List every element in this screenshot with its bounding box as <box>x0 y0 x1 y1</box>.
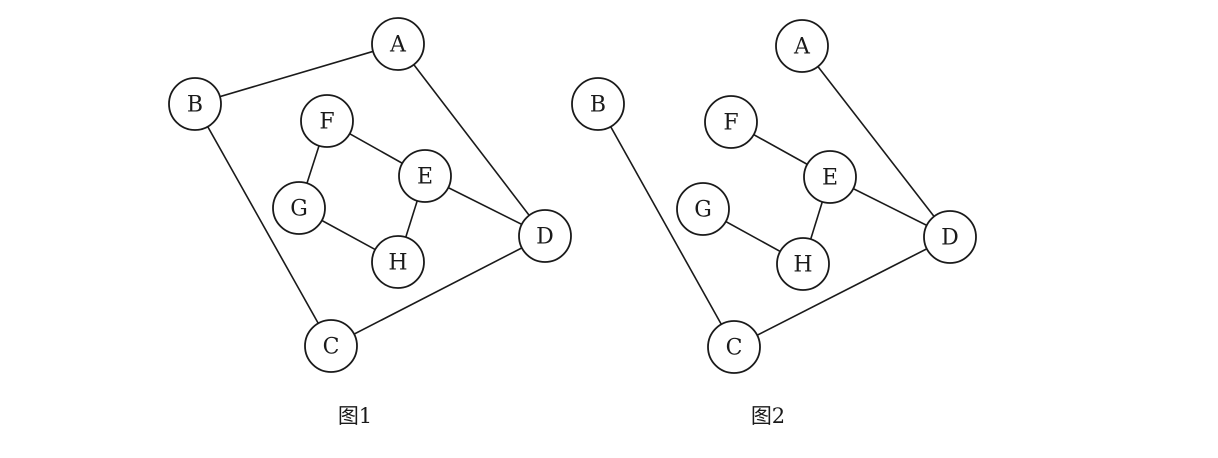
node-circle <box>371 17 425 71</box>
figure-caption-2: 图2 <box>750 404 786 428</box>
node-g: G <box>272 181 326 235</box>
node-circle <box>371 235 425 289</box>
node-label: D <box>941 226 959 251</box>
node-circle <box>300 94 354 148</box>
node-h: H <box>371 235 425 289</box>
node-d: D <box>923 210 977 264</box>
node-b: B <box>168 77 222 131</box>
edge-b-c <box>597 103 735 348</box>
node-label: D <box>536 225 554 250</box>
node-label: G <box>694 198 712 223</box>
node-label: H <box>793 253 812 278</box>
node-h: H <box>776 237 830 291</box>
node-circle <box>304 319 358 373</box>
graph-figure-2: A B C D E F G H <box>571 19 977 374</box>
graph-figure-1: A B C D E F G H <box>168 17 572 373</box>
edge-c-d <box>330 235 546 347</box>
node-c: C <box>304 319 358 373</box>
edge-c-d <box>733 236 951 348</box>
node-label: F <box>723 111 738 136</box>
node-label: G <box>290 197 308 222</box>
node-label: A <box>389 33 407 58</box>
node-label: B <box>590 93 606 118</box>
node-label: C <box>323 335 340 360</box>
node-circle <box>676 182 730 236</box>
node-circle <box>707 320 761 374</box>
node-f: F <box>300 94 354 148</box>
node-circle <box>518 209 572 263</box>
node-circle <box>398 149 452 203</box>
node-circle <box>923 210 977 264</box>
node-circle <box>704 95 758 149</box>
node-circle <box>272 181 326 235</box>
node-circle <box>803 150 857 204</box>
node-a: A <box>775 19 829 73</box>
edge-b-c <box>194 103 332 347</box>
node-a: A <box>371 17 425 71</box>
node-label: H <box>388 251 407 276</box>
edge-a-b <box>194 43 399 105</box>
figure-caption-1: 图1 <box>337 404 373 428</box>
node-label: B <box>187 93 203 118</box>
node-label: A <box>793 35 811 60</box>
node-f: F <box>704 95 758 149</box>
node-circle <box>775 19 829 73</box>
node-c: C <box>707 320 761 374</box>
node-g: G <box>676 182 730 236</box>
node-e: E <box>803 150 857 204</box>
edge-a-d <box>801 45 951 238</box>
node-e: E <box>398 149 452 203</box>
node-d: D <box>518 209 572 263</box>
node-label: E <box>822 166 838 191</box>
node-label: F <box>319 110 334 135</box>
node-label: C <box>726 336 743 361</box>
node-circle <box>776 237 830 291</box>
node-label: E <box>417 165 433 190</box>
edge-a-d <box>397 43 546 237</box>
node-circle <box>571 77 625 131</box>
node-circle <box>168 77 222 131</box>
node-b: B <box>571 77 625 131</box>
